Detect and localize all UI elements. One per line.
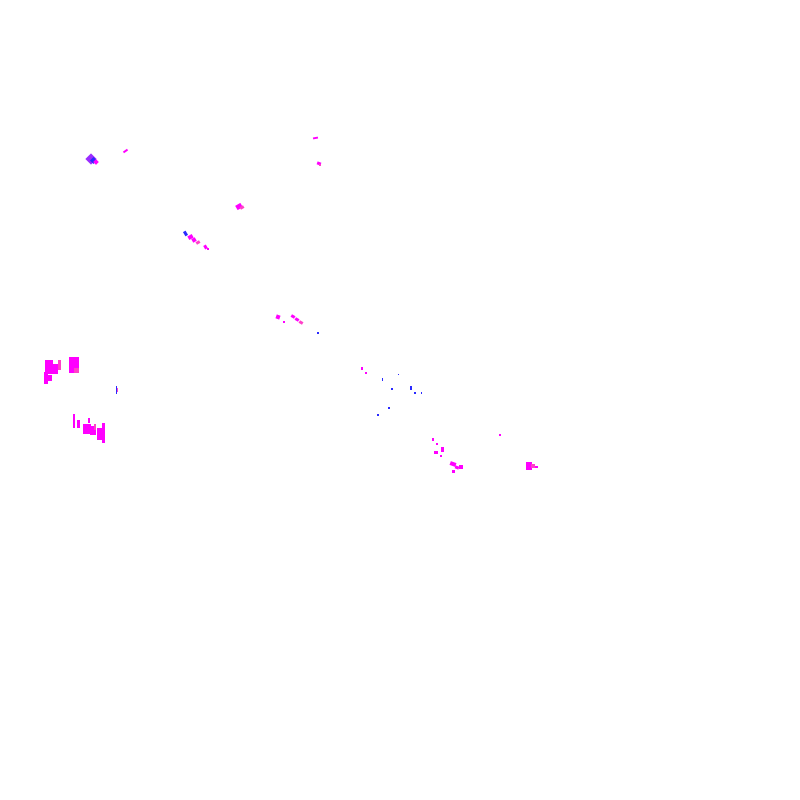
map-fragment bbox=[398, 374, 399, 375]
map-fragment bbox=[459, 465, 463, 469]
map-fragment bbox=[195, 240, 201, 245]
map-fragment bbox=[414, 392, 416, 394]
map-fragment bbox=[52, 364, 58, 374]
map-fragment bbox=[319, 164, 321, 166]
map-fragment bbox=[235, 202, 243, 211]
map-fragment bbox=[434, 451, 438, 454]
map-fragment bbox=[90, 426, 96, 435]
map-fragment bbox=[93, 159, 99, 165]
map-fragment bbox=[410, 386, 412, 390]
map-fragment bbox=[449, 461, 457, 467]
map-fragment bbox=[94, 424, 96, 430]
map-fragments bbox=[44, 136, 538, 473]
map-fragment bbox=[535, 466, 538, 468]
map-fragment bbox=[44, 372, 48, 384]
map-fragment bbox=[187, 234, 194, 240]
map-fragment bbox=[48, 375, 52, 381]
map-fragment bbox=[45, 360, 53, 374]
map-fragment bbox=[294, 317, 300, 322]
map-fragment bbox=[436, 443, 438, 445]
map-fragment bbox=[207, 248, 209, 250]
map-fragment bbox=[58, 360, 61, 370]
map-fragment bbox=[452, 470, 455, 473]
map-fragment bbox=[77, 420, 80, 428]
map-fragment bbox=[382, 378, 383, 381]
map-fragment bbox=[191, 237, 197, 243]
map-fragment bbox=[203, 244, 208, 250]
map-fragment bbox=[116, 386, 117, 394]
map-fragment bbox=[499, 434, 501, 436]
map-fragment bbox=[421, 392, 422, 394]
map-fragment bbox=[454, 465, 460, 470]
map-fragment bbox=[117, 388, 118, 392]
map-fragment bbox=[74, 368, 79, 373]
map-fragment bbox=[88, 418, 90, 423]
map-fragment bbox=[361, 367, 363, 370]
map-fragment bbox=[182, 230, 189, 237]
map-fragment bbox=[440, 455, 442, 457]
map-fragment bbox=[83, 424, 91, 434]
map-fragment bbox=[122, 148, 129, 154]
map-fragment bbox=[365, 372, 367, 374]
map-fragment bbox=[312, 136, 319, 140]
map-fragment bbox=[441, 447, 444, 452]
map-fragment bbox=[275, 314, 281, 320]
map-fragment bbox=[239, 205, 245, 210]
map-fragment bbox=[73, 414, 75, 428]
map-fragment bbox=[102, 423, 105, 443]
map-fragment bbox=[69, 357, 79, 373]
map-fragment bbox=[526, 462, 532, 470]
map-fragment bbox=[388, 407, 390, 409]
map-fragment bbox=[377, 414, 379, 416]
map-fragment bbox=[432, 438, 434, 441]
map-fragment bbox=[531, 464, 535, 468]
map-fragment bbox=[298, 320, 304, 325]
map-fragment bbox=[283, 321, 285, 323]
map-fragment bbox=[97, 428, 102, 440]
map-fragment bbox=[317, 332, 319, 334]
map-fragment bbox=[290, 314, 296, 319]
map-fragment bbox=[391, 388, 393, 390]
